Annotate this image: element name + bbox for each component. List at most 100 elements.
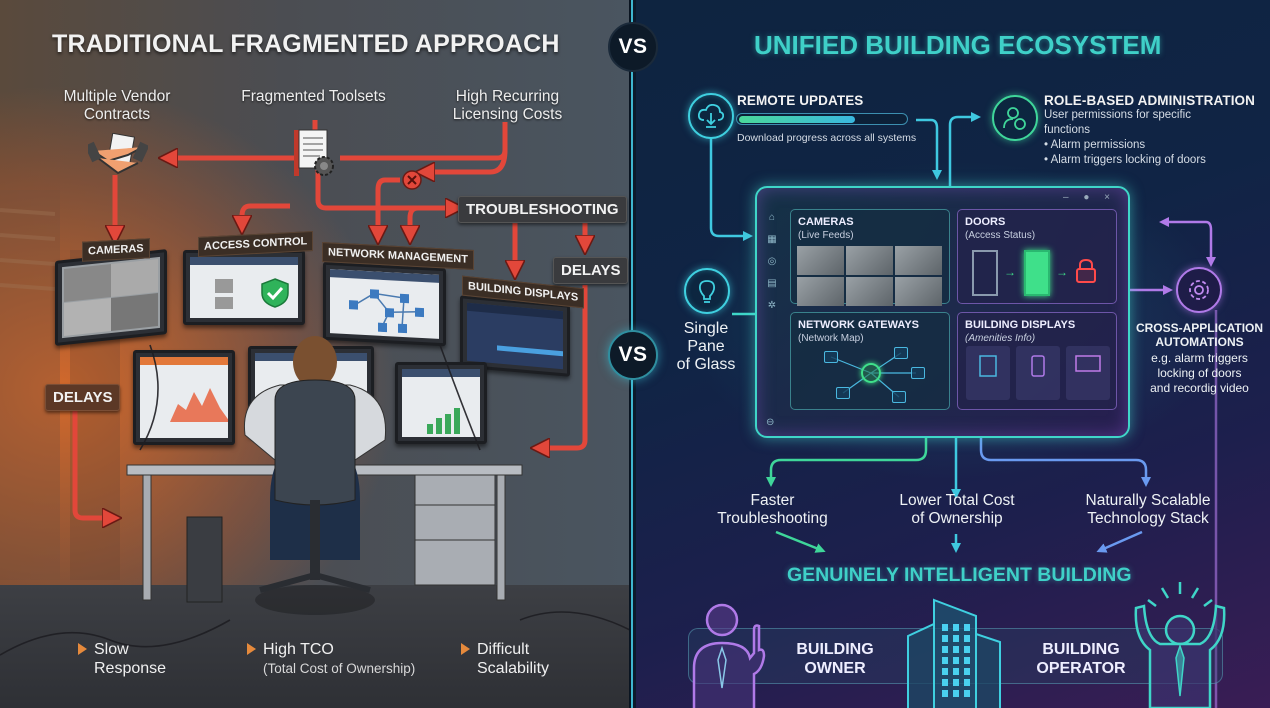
- building-window: [942, 690, 948, 697]
- bullet-line2: Response: [94, 660, 167, 677]
- label-line: Contracts: [83, 106, 151, 123]
- building-window: [953, 635, 959, 642]
- label-line: OWNER: [804, 660, 866, 677]
- building-window: [953, 690, 959, 697]
- bullet-line2: Scalability: [477, 660, 550, 677]
- document-gear-icon: [294, 129, 334, 176]
- building-info-display[interactable]: [966, 346, 1010, 400]
- bullet-line1: Slow: [94, 641, 129, 658]
- single-pane-label: Single Pane of Glass: [670, 320, 742, 374]
- label-line: Licensing Costs: [452, 106, 563, 123]
- building-window: [964, 679, 970, 686]
- label-line: High Recurring: [455, 88, 560, 105]
- label-line: of Ownership: [911, 510, 1003, 527]
- building-window: [942, 635, 948, 642]
- gateway-node[interactable]: [836, 387, 850, 399]
- unified-dashboard-window: – ● × ⌂ ▦ ◎ ▤ ✲ ⊖ CAMERAS (Live Feeds) D…: [755, 186, 1130, 438]
- phone-icon: [1031, 355, 1045, 377]
- gateway-node[interactable]: [892, 391, 906, 403]
- panel-subtitle: (Access Status): [965, 230, 1036, 241]
- network-gateways-panel[interactable]: NETWORK GATEWAYS (Network Map): [790, 312, 950, 410]
- camera-feed[interactable]: [846, 277, 893, 306]
- home-icon[interactable]: ⌂: [768, 212, 776, 223]
- fragmentation-arrows: [72, 120, 630, 708]
- label-line: OPERATOR: [1036, 660, 1126, 677]
- area-chart-graphic: [170, 388, 228, 422]
- map-display[interactable]: [1066, 346, 1110, 400]
- logout-icon[interactable]: ⊖: [766, 417, 775, 428]
- building-window: [942, 624, 948, 631]
- desc-line: locking of doors: [1157, 366, 1242, 380]
- label-line: of Glass: [676, 356, 736, 373]
- panel-subtitle: (Live Feeds): [798, 230, 854, 241]
- label-line: Lower Total Cost: [899, 492, 1015, 509]
- camera-feeds-grid: [797, 246, 942, 306]
- download-progress-bar: [736, 113, 908, 125]
- gateway-node[interactable]: [911, 367, 925, 379]
- licensing-costs-label: High Recurring Licensing Costs: [440, 88, 575, 124]
- camera-feed[interactable]: [895, 246, 942, 275]
- camera-feed[interactable]: [846, 246, 893, 275]
- door-closed-icon: [972, 250, 998, 296]
- left-title: TRADITIONAL FRAGMENTED APPROACH: [52, 30, 560, 58]
- building-window: [964, 668, 970, 675]
- camera-feed[interactable]: [797, 277, 844, 306]
- download-progress-fill: [738, 115, 856, 123]
- vs-badge-middle: VS: [608, 330, 658, 380]
- monitor-icon: [1075, 355, 1101, 372]
- panel-title: DOORS: [965, 216, 1006, 228]
- gateway-hub-icon[interactable]: [861, 363, 881, 383]
- label-line: Naturally Scalable: [1085, 492, 1211, 509]
- building-window: [964, 657, 970, 664]
- bullet-line2: (Total Cost of Ownership): [263, 661, 416, 676]
- building-operator-icon: [1134, 582, 1226, 708]
- building-window: [953, 646, 959, 653]
- arrow-right-icon: →: [1004, 265, 1016, 279]
- cameras-panel[interactable]: CAMERAS (Live Feeds): [790, 209, 950, 306]
- building-window: [942, 668, 948, 675]
- lightbulb-icon: [684, 268, 730, 314]
- network-links: [830, 352, 916, 398]
- building-operator-label: BUILDING OPERATOR: [1026, 640, 1136, 678]
- building-window: [953, 679, 959, 686]
- panel-subtitle: (Amenities Info): [965, 333, 1036, 344]
- directions-display[interactable]: [1016, 346, 1060, 400]
- building-icon: [979, 355, 997, 377]
- bullet-line1: High TCO: [263, 641, 334, 658]
- window-controls[interactable]: – ● ×: [1063, 192, 1116, 203]
- label-line: BUILDING: [796, 641, 874, 658]
- building-displays-panel[interactable]: BUILDING DISPLAYS (Amenities Info): [957, 312, 1117, 410]
- handshake-icon: [88, 133, 148, 175]
- desc-line: functions: [1044, 124, 1091, 136]
- bar-chart-graphic: [427, 408, 460, 434]
- bullet-triangle-icon: [247, 643, 256, 655]
- search-icon[interactable]: ◎: [767, 256, 777, 267]
- building-window: [953, 624, 959, 631]
- building-owner-label: BUILDING OWNER: [790, 640, 880, 678]
- gateway-node[interactable]: [824, 351, 838, 363]
- camera-feed[interactable]: [797, 246, 844, 275]
- bullet-difficult-scalability: Difficult Scalability: [461, 640, 550, 678]
- camera-feed[interactable]: [895, 277, 942, 306]
- gateway-node[interactable]: [894, 347, 908, 359]
- outcome-faster-troubleshooting: Faster Troubleshooting: [700, 492, 845, 528]
- outcome-lower-tco: Lower Total Cost of Ownership: [882, 492, 1032, 528]
- label-line: Technology Stack: [1087, 510, 1209, 527]
- user-permissions-icon: [992, 95, 1038, 141]
- remote-updates-heading: REMOTE UPDATES: [737, 93, 864, 108]
- building-tower-icon: [907, 598, 1001, 708]
- delays-tag-left: DELAYS: [45, 384, 121, 411]
- analytics-icon[interactable]: ▤: [767, 278, 777, 289]
- intelligent-building-heading: GENUINELY INTELLIGENT BUILDING: [787, 564, 1132, 586]
- remote-updates-caption: Download progress across all systems: [737, 132, 917, 144]
- settings-icon[interactable]: ✲: [767, 300, 777, 311]
- permission-item: • Alarm permissions: [1044, 139, 1146, 151]
- panel-title: CAMERAS: [798, 216, 854, 228]
- network-management-monitor: [323, 261, 446, 347]
- label-line: Troubleshooting: [717, 510, 828, 527]
- doors-panel[interactable]: DOORS (Access Status) → →: [957, 209, 1117, 304]
- desk-scene: [0, 336, 630, 656]
- label-line: BUILDING: [1042, 641, 1120, 658]
- cameras-nav-icon[interactable]: ▦: [767, 234, 777, 245]
- panel-title: BUILDING DISPLAYS: [965, 319, 1076, 331]
